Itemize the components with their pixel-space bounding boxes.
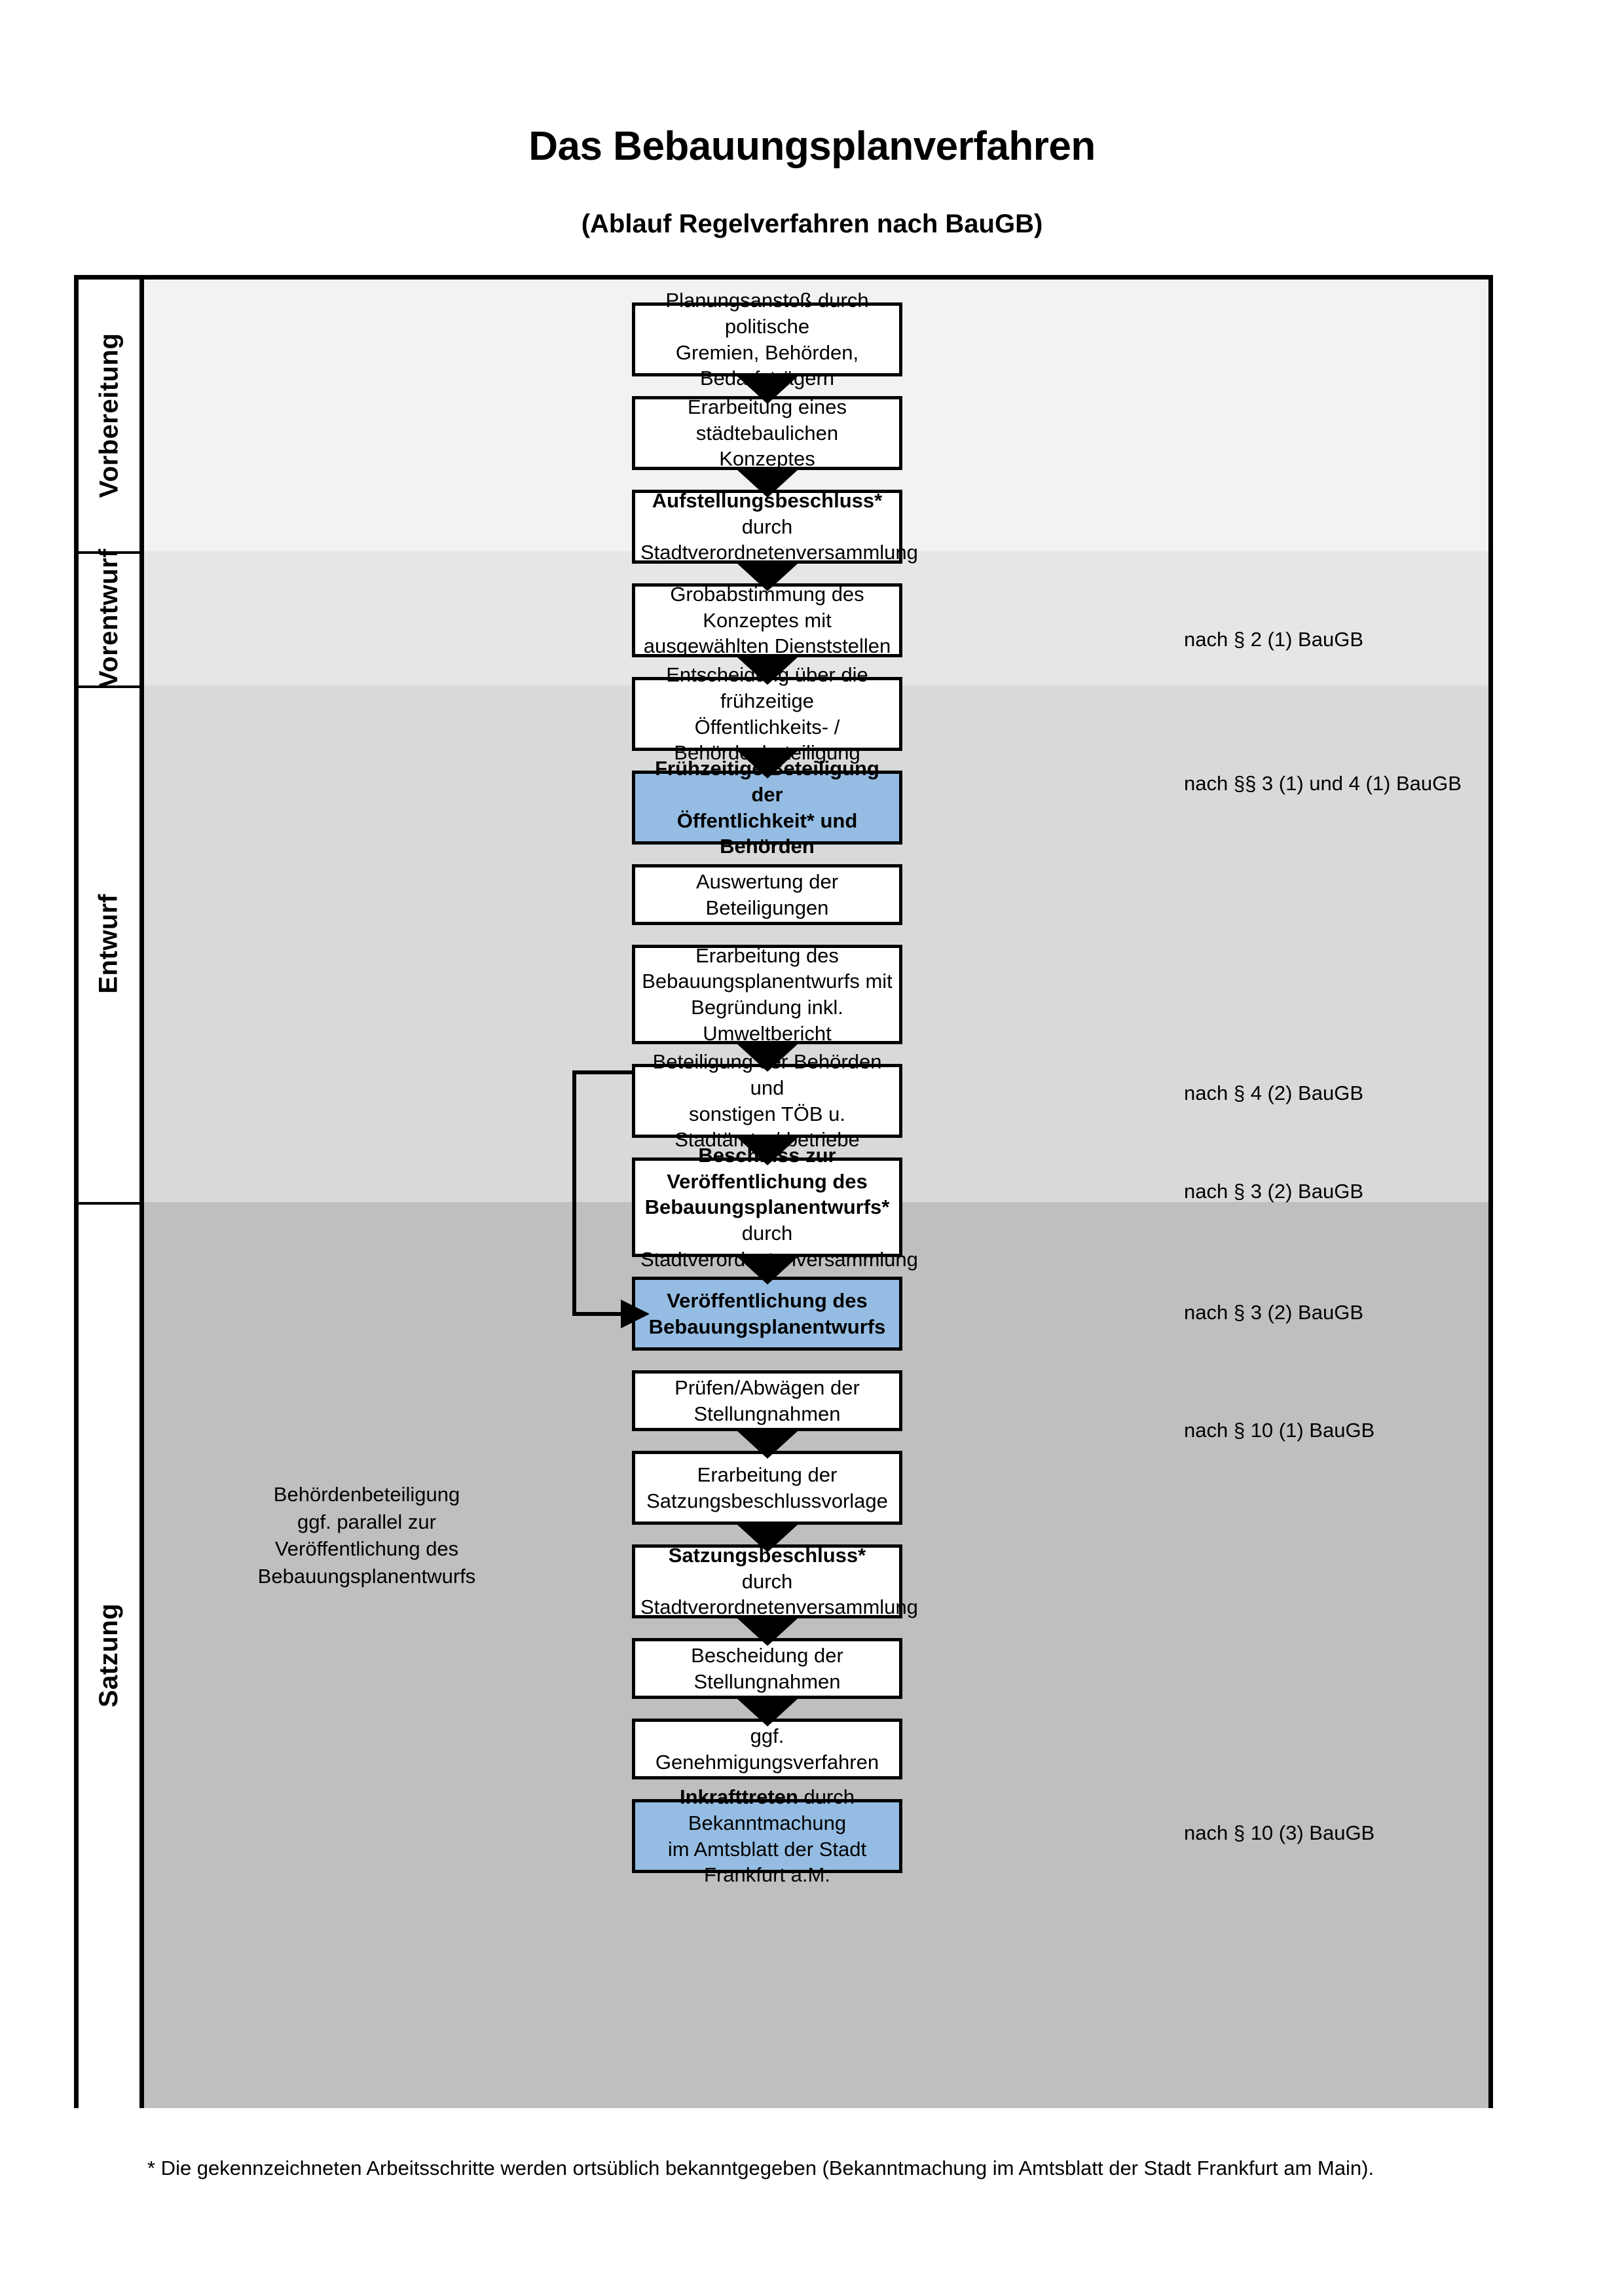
flow-arrow-down-icon	[737, 470, 798, 498]
phase-divider	[79, 1202, 144, 1205]
footnote-text: * Die gekennzeichneten Arbeitsschritte w…	[147, 2157, 1375, 2179]
flow-arrow-down-icon	[737, 1618, 798, 1646]
legal-reference-ref-par10-3: nach § 10 (3) BauGB	[1184, 1821, 1375, 1844]
flow-step-label: Bescheidung der Stellungnahmen	[691, 1643, 843, 1693]
side-note-line: ggf. parallel zur	[297, 1510, 436, 1533]
legal-reference-ref-par3-2-a: nach § 3 (2) BauGB	[1184, 1180, 1363, 1203]
flow-arrow-down-icon	[737, 657, 798, 685]
side-note-line: Veröffentlichung des	[274, 1537, 459, 1561]
flow-arrow-down-icon	[737, 1138, 798, 1165]
flow-arrow-down-icon	[737, 751, 798, 778]
phase-label-vorentwurf: Vorentwurf	[79, 549, 144, 688]
branch-connector-arrow	[572, 1070, 650, 1328]
flow-arrow-down-icon	[737, 1257, 798, 1285]
page-subtitle: (Ablauf Regelverfahren nach BauGB)	[581, 210, 1043, 238]
flow-arrow-down-icon	[737, 1525, 798, 1552]
flow-arrow-down-icon	[737, 564, 798, 591]
phase-label-vorbereitung: Vorbereitung	[79, 280, 144, 551]
phase-label-entwurf: Entwurf	[79, 685, 144, 1202]
legal-reference-ref-par10-1: nach § 10 (1) BauGB	[1184, 1419, 1375, 1442]
flow-arrow-down-icon	[737, 376, 798, 404]
flow-arrow-down-icon	[737, 1699, 798, 1726]
legal-reference-ref-par3-2-b: nach § 3 (2) BauGB	[1184, 1301, 1363, 1324]
phase-label-satzung: Satzung	[79, 1202, 144, 2108]
flow-arrow-down-icon	[737, 1431, 798, 1459]
legal-reference-ref-par4-2: nach § 4 (2) BauGB	[1184, 1082, 1363, 1104]
phase-divider	[79, 685, 144, 688]
legal-reference-ref-par2-1: nach § 2 (1) BauGB	[1184, 628, 1363, 651]
side-note-line: Behördenbeteiligung	[273, 1483, 460, 1506]
flow-step-pruefen-abwaegen[interactable]: Prüfen/Abwägen der Stellungnahmen	[632, 1370, 902, 1431]
flow-step-label: Prüfen/Abwägen der Stellungnahmen	[674, 1376, 860, 1425]
side-note-line: Bebauungsplanentwurfs	[257, 1564, 476, 1588]
flow-arrow-down-icon	[737, 1044, 798, 1072]
phase-divider	[79, 551, 144, 554]
legal-reference-ref-par3-1-4-1: nach §§ 3 (1) und 4 (1) BauGB	[1184, 772, 1462, 795]
flow-step-auswertung-beteiligungen[interactable]: Auswertung der Beteiligungen	[632, 864, 902, 925]
page-title: Das Bebauungsplanverfahren	[528, 124, 1096, 169]
flow-step-genehmigungsverfahren[interactable]: ggf. Genehmigungsverfahren	[632, 1719, 902, 1779]
flow-step-label: ggf. Genehmigungsverfahren	[655, 1724, 879, 1774]
flow-step-label: Auswertung der Beteiligungen	[695, 869, 839, 919]
